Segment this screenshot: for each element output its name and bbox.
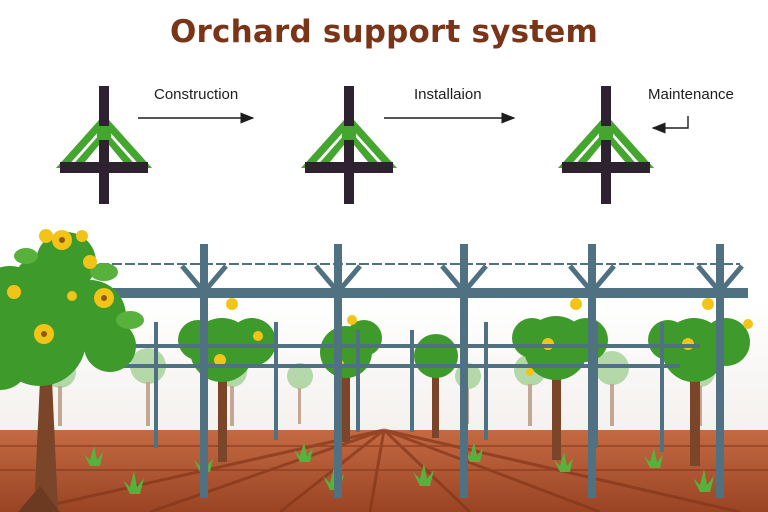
page-title: Orchard support system (169, 14, 599, 50)
frame-icon-construction (56, 86, 152, 204)
orchard-scene (0, 229, 768, 512)
step-label-installation: Installaion (414, 86, 482, 103)
frame-icon-installation (301, 86, 397, 204)
step-label-construction: Construction (154, 86, 239, 103)
return-arrow-icon (651, 116, 689, 134)
frame-icon-maintenance (558, 86, 654, 204)
step-label-maintenance: Maintenance (648, 86, 734, 103)
